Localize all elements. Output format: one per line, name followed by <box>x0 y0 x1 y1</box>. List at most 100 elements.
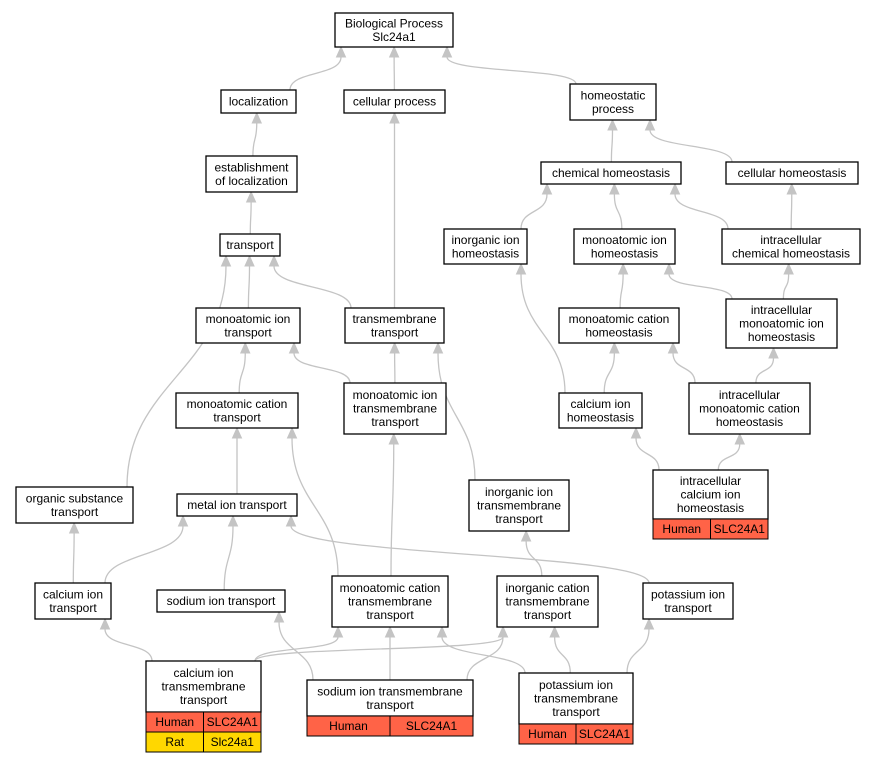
edge-line <box>104 628 153 662</box>
edge-arrowhead <box>268 254 280 267</box>
go-term-node-cellular-process[interactable]: cellular process <box>343 89 446 114</box>
edge-cellular-homeostasis-to-homeostatic-process <box>644 118 733 163</box>
edge-chemical-homeostasis-to-homeostatic-process <box>607 118 618 163</box>
edge-monoatomic-ion-transmembrane-transport-to-transmembrane-transport <box>389 341 400 384</box>
go-term-node-sodium-ion-transport[interactable]: sodium ion transport <box>156 589 286 613</box>
go-term-node-chemical-homeostasis[interactable]: chemical homeostasis <box>540 161 682 185</box>
edge-arrowhead <box>643 617 655 630</box>
edge-line <box>72 532 75 584</box>
go-term-label: monoatomic ion <box>582 233 667 247</box>
go-term-box <box>343 382 447 435</box>
edge-monoatomic-ion-homeostasis-to-chemical-homeostasis <box>609 182 623 230</box>
go-term-box <box>331 575 449 628</box>
go-term-label: homeostasis <box>452 246 519 260</box>
go-term-node-potassium-ion-transmembrane-transport[interactable]: potassium iontransmembranetransportHuman… <box>518 672 634 745</box>
go-term-label: transmembrane <box>505 595 589 609</box>
edge-arrowhead <box>244 254 255 267</box>
go-term-label: monoatomic cation <box>699 402 800 416</box>
annotation-species: Human <box>662 522 701 536</box>
go-term-box <box>569 83 657 121</box>
edge-monoatomic-ion-transmembrane-transport-to-monoatomic-ion-transport <box>288 341 351 384</box>
edge-arrowhead <box>388 432 400 445</box>
edge-sodium-ion-transmembrane-transport-to-inorganic-cation-transmembrane-transport <box>466 625 509 681</box>
edge-arrowhead <box>541 182 553 195</box>
go-term-label: potassium ion <box>651 587 725 601</box>
edge-line <box>254 636 339 662</box>
edge-potassium-ion-transmembrane-transport-to-inorganic-cation-transmembrane-transport <box>549 625 571 674</box>
edge-intracellular-chemical-homeostasis-to-cellular-homeostasis <box>786 182 798 230</box>
edge-arrowhead <box>335 45 347 58</box>
edge-arrowhead <box>667 341 679 354</box>
edge-line <box>626 628 650 674</box>
go-term-label: chemical homeostasis <box>732 246 850 260</box>
annotation-gene: Slc24a1 <box>211 735 255 749</box>
edge-arrowhead <box>227 514 239 527</box>
go-term-label: transmembrane <box>477 499 561 513</box>
edge-line <box>603 352 616 394</box>
go-term-label: potassium ion <box>539 678 613 692</box>
edge-intracellular-monoatomic-ion-homeostasis-to-monoatomic-ion-homeostasis <box>663 262 733 300</box>
edge-line <box>390 443 395 577</box>
edge-inorganic-cation-transmembrane-transport-to-inorganic-ion-transmembrane-transport <box>520 529 543 577</box>
go-term-node-transport[interactable]: transport <box>219 233 281 257</box>
go-term-node-localization[interactable]: localization <box>220 89 297 114</box>
edge-monoatomic-cation-transmembrane-transport-to-monoatomic-cation-transport <box>286 426 339 577</box>
edge-calcium-ion-homeostasis-to-monoatomic-cation-homeostasis <box>603 341 620 394</box>
go-term-label: transport <box>213 410 261 424</box>
go-term-box <box>725 161 859 185</box>
go-term-label: sodium ion transport <box>167 594 276 608</box>
edge-line <box>635 437 660 471</box>
edge-arrowhead <box>220 254 232 267</box>
edge-line <box>466 636 504 681</box>
go-term-node-cellular-homeostasis[interactable]: cellular homeostasis <box>725 161 859 185</box>
edge-arrowhead <box>549 625 560 638</box>
go-term-box <box>145 660 262 713</box>
edge-arrowhead <box>644 118 656 131</box>
edge-arrowhead <box>231 426 243 439</box>
edge-line <box>553 636 571 674</box>
edge-monoatomic-cation-transmembrane-transport-to-monoatomic-ion-transmembrane-transport <box>388 432 400 577</box>
edge-layer <box>68 45 798 681</box>
go-term-label: process <box>592 102 634 116</box>
go-term-label: intracellular <box>760 233 821 247</box>
edge-line <box>291 437 339 577</box>
go-term-label: localization <box>229 95 288 109</box>
go-term-label: monoatomic ion <box>353 388 438 402</box>
go-term-label: monoatomic cation <box>340 581 441 595</box>
edge-line <box>717 443 741 471</box>
annotation-gene: SLC24A1 <box>714 522 766 536</box>
edge-intracellular-monoatomic-ion-homeostasis-to-intracellular-chemical-homeostasis <box>782 262 794 300</box>
go-term-box <box>334 12 454 48</box>
go-term-node-metal-ion-transport[interactable]: metal ion transport <box>176 493 298 517</box>
annotation-gene: SLC24A1 <box>207 715 259 729</box>
edge-arrowhead <box>617 262 629 275</box>
